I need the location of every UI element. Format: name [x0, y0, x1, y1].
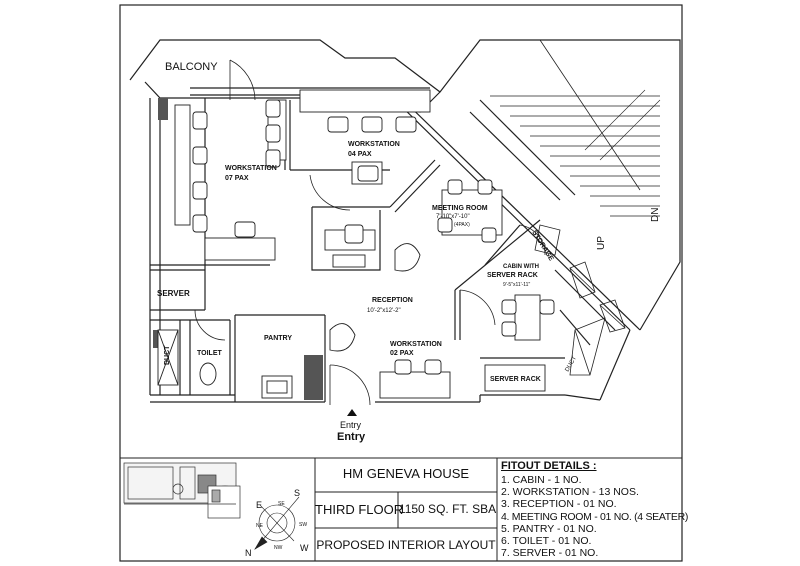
label-balcony: BALCONY [165, 61, 218, 73]
fitout-item: 1. CABIN - 1 NO. [501, 474, 582, 486]
label-meeting-size: 7'-10"x7'-10" [436, 214, 470, 220]
reception-furniture [324, 224, 421, 352]
project-name: HM GENEVA HOUSE [342, 466, 470, 481]
label-reception-name: RECEPTION [372, 297, 413, 304]
label-stair-up: UP [596, 236, 607, 250]
label-ws07-name: WORKSTATION [225, 165, 277, 172]
fitout-item: 7. SERVER - 01 NO. [501, 547, 599, 560]
label-server: SERVER [157, 289, 190, 298]
staircase [490, 39, 661, 217]
compass-n: N [245, 548, 252, 558]
meeting-table [437, 179, 503, 243]
workstation-02-furniture [379, 359, 546, 399]
label-duct-left: DUCT [164, 345, 171, 365]
fitout-item: 5. PANTRY - 01 NO. [501, 522, 597, 535]
fitout-item: 2. WORKSTATION - 13 NOS. [501, 486, 639, 499]
right-duct-boxes [534, 224, 626, 376]
label-meeting-name: MEETING ROOM [432, 205, 488, 212]
label-cabin-name: CABIN WITH [503, 264, 539, 270]
label-ws02-name: WORKSTATION [390, 341, 442, 348]
label-ws02-pax: 02 PAX [390, 350, 414, 357]
compass-w: W [300, 543, 309, 553]
compass-rose [254, 496, 300, 550]
label-ws04-pax: 04 PAX [348, 151, 372, 158]
label-ws04-name: WORKSTATION [348, 141, 400, 148]
floor-area: 1150 SQ. FT. SBA [398, 502, 497, 516]
label-meeting-pax: (4PAX) [454, 222, 470, 228]
title-block-grid [120, 457, 682, 561]
sheet-border [119, 4, 683, 562]
label-ws07-pax: 07 PAX [225, 175, 249, 182]
label-cabin-name2: SERVER RACK [487, 272, 538, 279]
column-block [304, 355, 323, 400]
label-duct-right: DUCT [565, 355, 579, 373]
cabin-furniture [501, 294, 555, 341]
label-storage: STORAGE [530, 229, 554, 262]
compass-sw: SW [299, 522, 307, 528]
label-toilet: TOILET [197, 350, 222, 357]
key-plan [123, 462, 241, 519]
compass-ne: NE [256, 523, 264, 529]
fitout-item: 3. RECEPTION - 01 NO. [501, 498, 617, 511]
fitout-heading: FITOUT DETAILS : [501, 460, 597, 472]
fixtures [157, 329, 293, 399]
floor-name: THIRD FLOOR [315, 502, 404, 517]
label-reception-size: 10'-2"x12'-2" [367, 308, 401, 314]
workstation-07-furniture [174, 99, 287, 261]
entry-arrow-icon [347, 409, 357, 416]
label-entry-large: Entry [337, 431, 366, 443]
fitout-item: 6. TOILET - 01 NO. [501, 535, 592, 548]
layout-title: PROPOSED INTERIOR LAYOUT [316, 538, 496, 552]
label-cabin-size: 9'-5"x11'-11" [503, 282, 530, 288]
label-entry-small: Entry [340, 420, 362, 430]
compass-s: S [294, 488, 300, 498]
fitout-list: 1. CABIN - 1 NO. 2. WORKSTATION - 13 NOS… [501, 474, 689, 560]
compass-nw: NW [274, 545, 283, 551]
workstation-04-furniture [299, 89, 431, 185]
compass-se: SE [278, 501, 285, 507]
fitout-item: 4. MEETING ROOM - 01 NO. (4 SEATER) [501, 510, 689, 523]
column-block [158, 98, 168, 120]
label-pantry: PANTRY [264, 335, 292, 342]
label-stair-dn: DN [650, 208, 661, 222]
label-server-rack: SERVER RACK [490, 376, 541, 383]
compass-e: E [256, 500, 262, 510]
